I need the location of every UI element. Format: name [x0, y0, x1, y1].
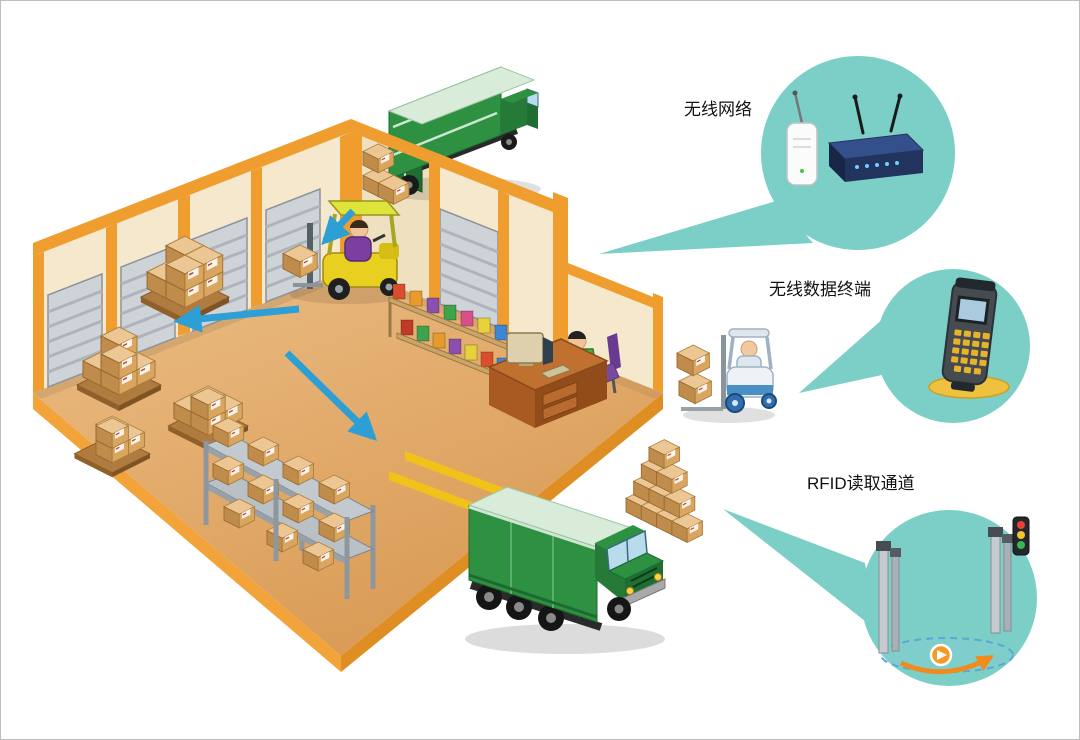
shelf-items-row-1 [392, 283, 508, 341]
router-icon [827, 93, 925, 182]
office-area [487, 331, 621, 428]
desktop-computer [506, 332, 573, 379]
rfid-gate-icon [876, 516, 1030, 675]
wall-top-beam [568, 263, 663, 312]
dock-door [439, 207, 499, 329]
warehouse-forklift [282, 200, 406, 304]
forklift-fork [293, 283, 323, 287]
outbound-truck [465, 486, 666, 654]
wall-pillar [553, 192, 568, 355]
flow-arrow-1 [173, 304, 300, 333]
access-point-icon [786, 90, 818, 186]
callouts [599, 56, 1037, 686]
right-wall [351, 119, 663, 393]
traffic-light-icon [1012, 516, 1030, 556]
terminal-screen [958, 298, 987, 322]
wall-top-beam [33, 119, 351, 256]
handheld-terminal-icon [928, 277, 1010, 399]
wall-pillar [653, 293, 663, 393]
wall-pillar [251, 167, 262, 308]
flow-arrow-3 [284, 350, 378, 441]
wireless-network-label: 无线网络 [684, 100, 752, 119]
callout-wedge-rfid [723, 509, 875, 629]
flow-arrow-2 [321, 208, 356, 246]
callout-wedge-wireless-terminal [799, 317, 891, 393]
gate-direction-arrow [899, 654, 994, 675]
wall-pillar [33, 252, 44, 393]
dock-forklift-illustration [676, 328, 777, 423]
office-desk [487, 338, 609, 428]
truck-cab [595, 543, 625, 603]
wall-pillar [429, 163, 440, 304]
wall-top-beam [351, 119, 568, 218]
wireless-terminal-label: 无线数据终端 [769, 280, 871, 299]
wall-pillar [498, 190, 509, 332]
forklift-canopy [327, 200, 401, 216]
storage-rack [203, 417, 376, 599]
keyboard [539, 364, 573, 379]
box-pyramid [625, 439, 703, 543]
callout-wedge-wireless-network [599, 201, 813, 254]
flow-arrows [173, 208, 378, 441]
headlight [654, 573, 662, 581]
rfid-channel-label: RFID读取通道 [807, 474, 915, 493]
terminal-keypad [950, 329, 990, 375]
lane-stripe [405, 451, 517, 502]
